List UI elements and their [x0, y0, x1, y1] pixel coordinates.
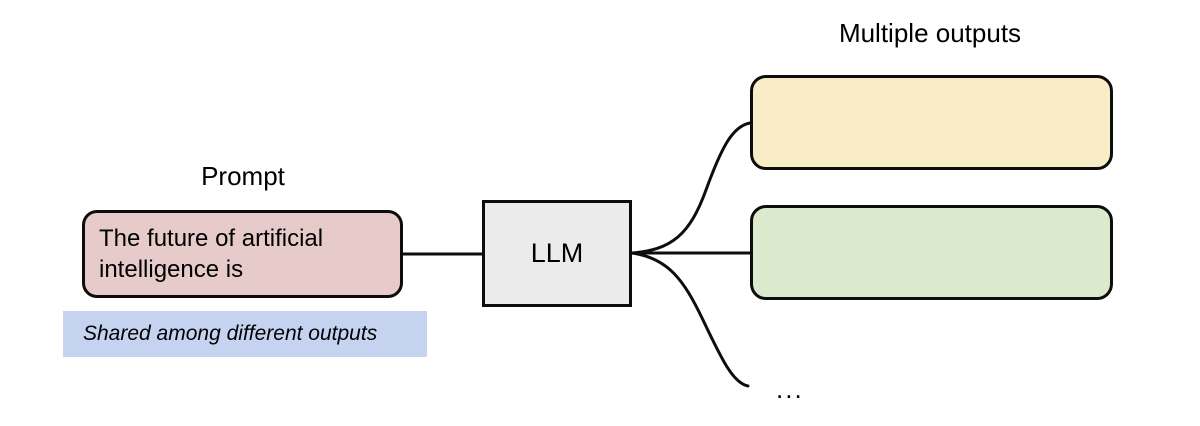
- llm-node[interactable]: LLM: [482, 200, 632, 307]
- multiple-outputs-title: Multiple outputs: [838, 18, 1022, 48]
- edge-llm-to-output-1: [630, 121, 752, 255]
- ellipsis-more-outputs: ...: [776, 374, 804, 404]
- output-node-2[interactable]: [750, 205, 1113, 300]
- edge-llm-to-ellipsis: [630, 251, 750, 388]
- shared-note-text: Shared among different outputs: [83, 322, 378, 345]
- output-node-1[interactable]: [750, 75, 1113, 170]
- llm-node-label: LLM: [530, 238, 584, 268]
- prompt-node[interactable]: The future of artificial intelligence is: [82, 210, 403, 298]
- prompt-node-text: The future of artificial intelligence is: [99, 225, 324, 283]
- shared-note-band: Shared among different outputs: [63, 311, 427, 357]
- prompt-title: Prompt: [201, 161, 285, 191]
